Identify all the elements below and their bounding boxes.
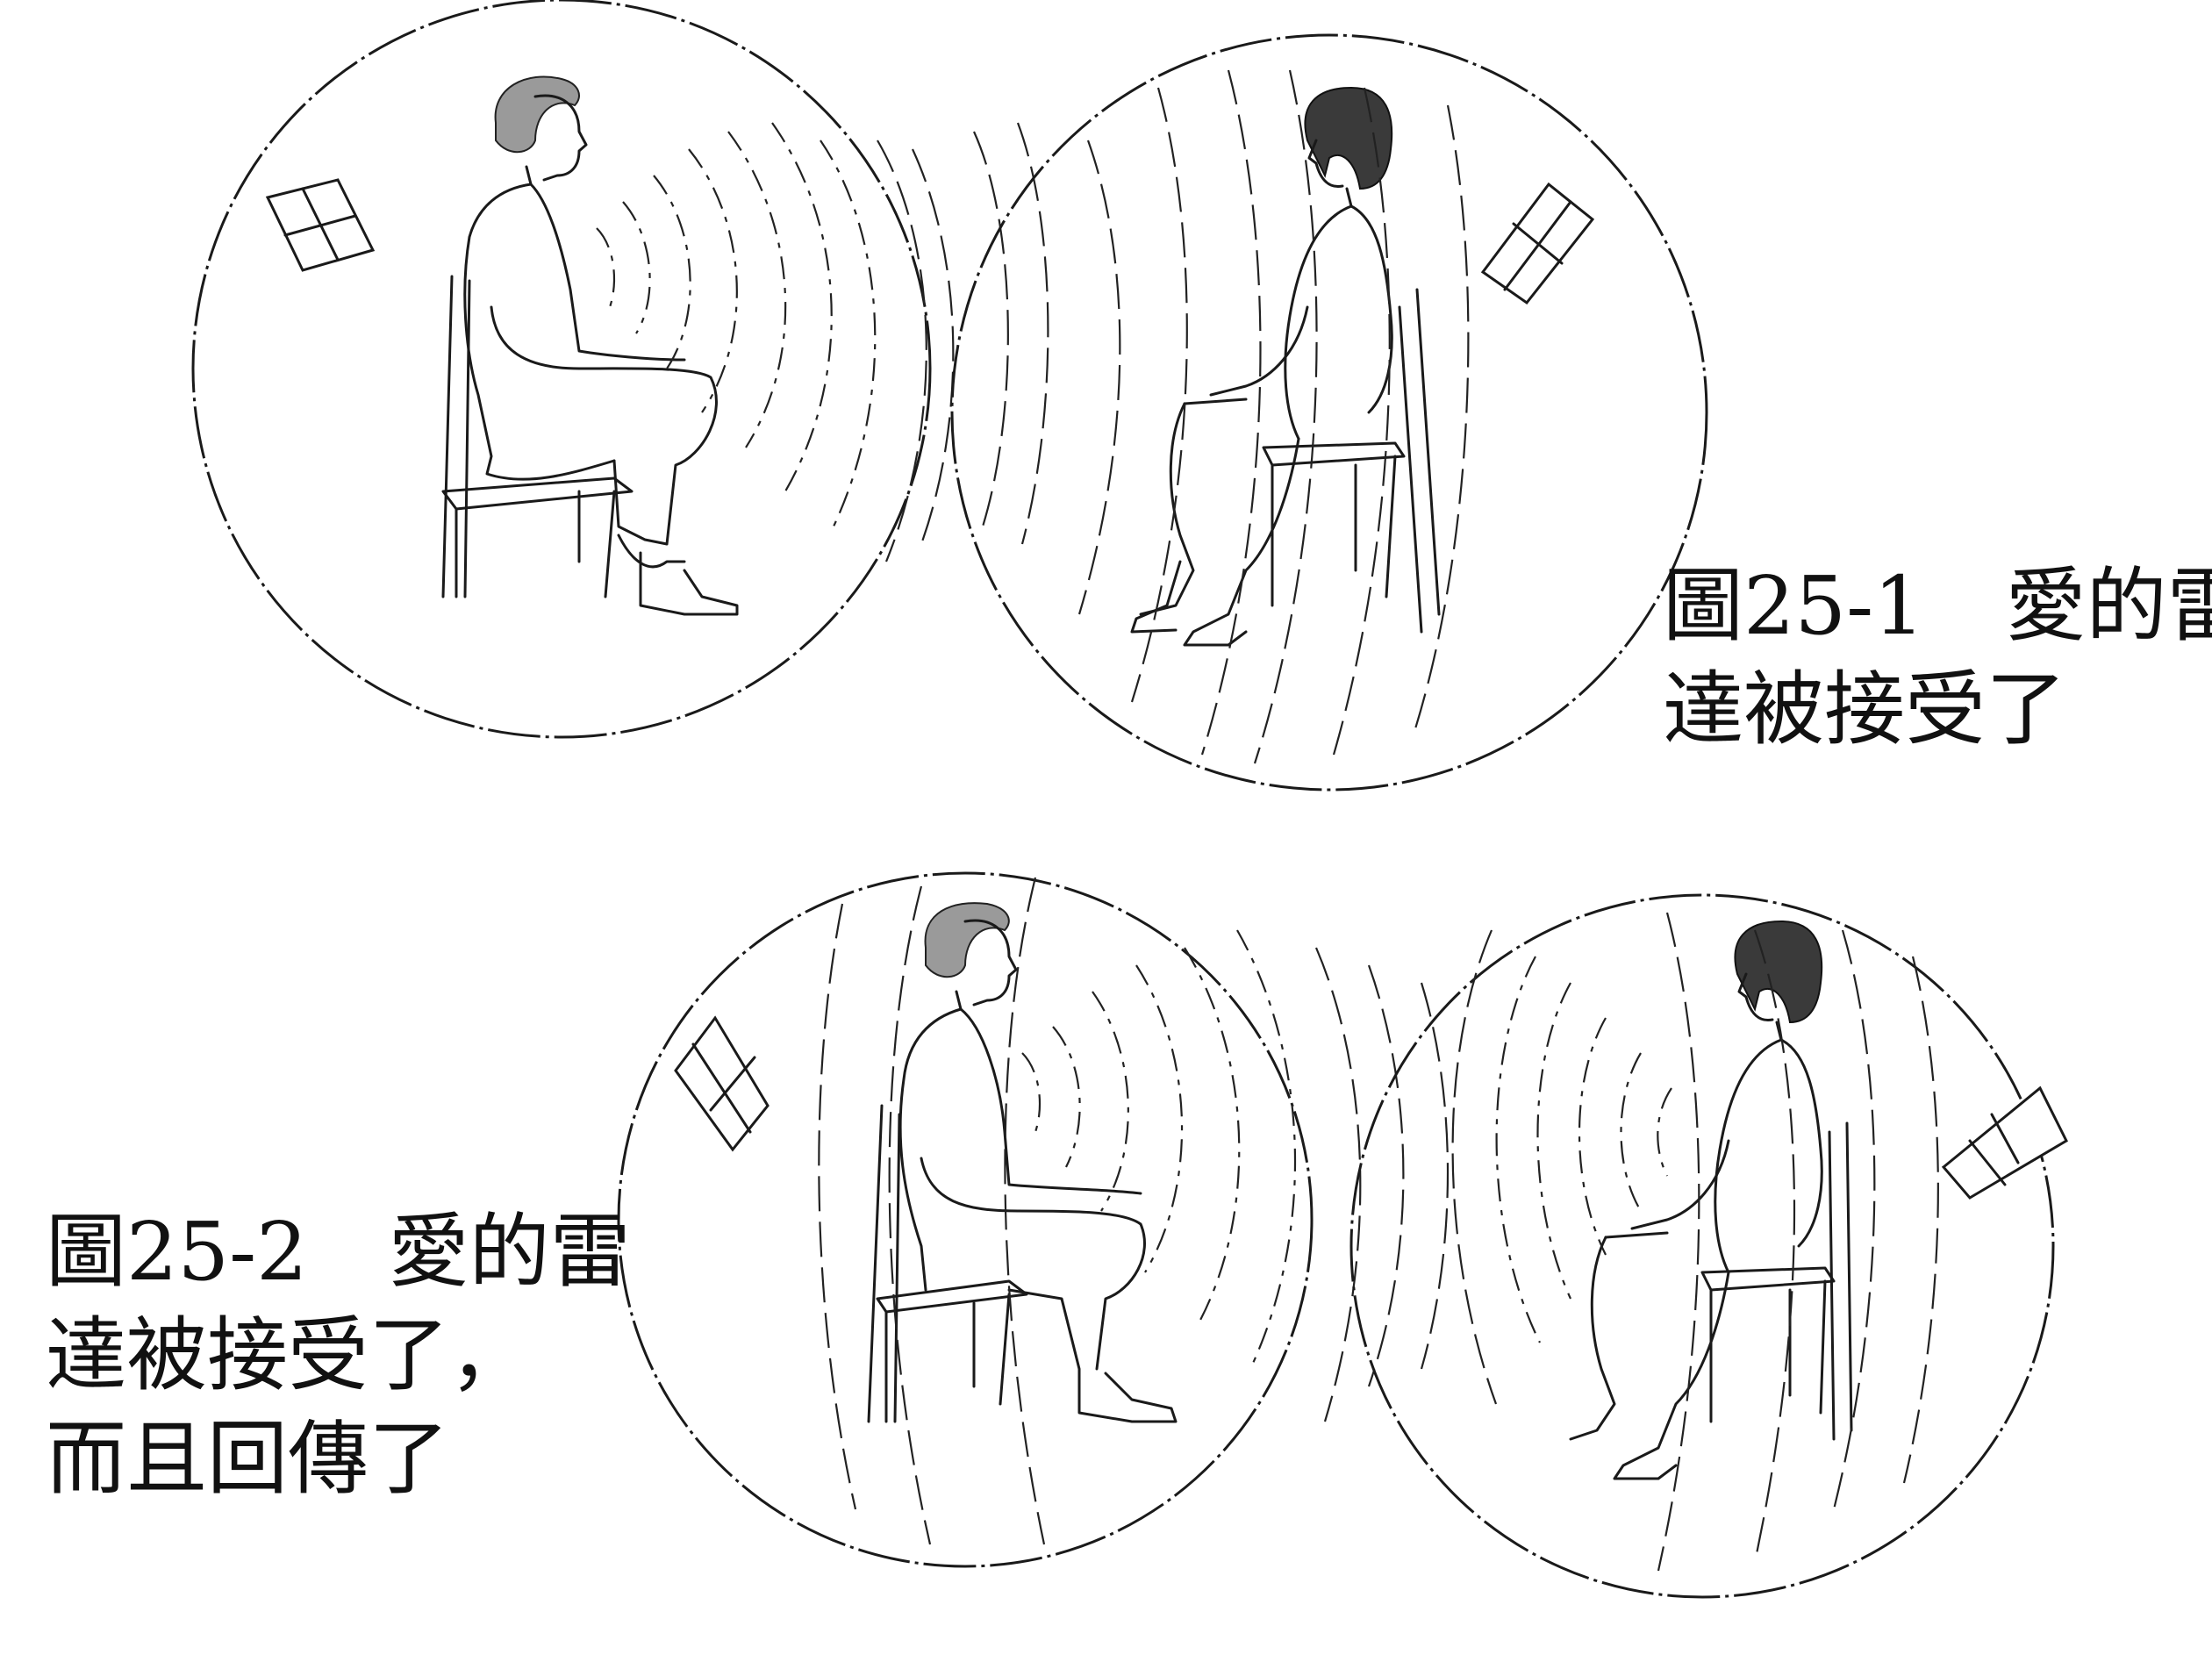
bubble-man-top bbox=[193, 0, 1048, 737]
figure-caption-25-1: 圖25-1 愛的雷 達被接受了 bbox=[1663, 555, 2212, 762]
figure-25-1 bbox=[193, 0, 1707, 790]
bubble-circle bbox=[619, 873, 1312, 1566]
window-icon bbox=[268, 180, 373, 270]
caption-line: 圖25-1 愛的雷 bbox=[1663, 555, 2212, 658]
figure-25-2 bbox=[619, 873, 2066, 1597]
window-icon bbox=[676, 1018, 768, 1150]
caption-line: 達被接受了， bbox=[46, 1304, 631, 1408]
love-radar-waves bbox=[1079, 70, 1468, 763]
window-icon bbox=[1483, 184, 1593, 303]
love-radar-waves bbox=[1453, 913, 1938, 1571]
man-figure bbox=[900, 903, 1176, 1422]
bubble-circle bbox=[1351, 895, 2053, 1597]
woman-figure bbox=[1571, 921, 1822, 1479]
bubble-woman-bottom bbox=[1351, 895, 2066, 1597]
chair-icon bbox=[443, 276, 632, 597]
chair-icon bbox=[1702, 1123, 1851, 1439]
caption-line: 達被接受了 bbox=[1663, 658, 2212, 762]
bubble-man-bottom bbox=[619, 873, 1448, 1566]
woman-figure bbox=[1132, 88, 1392, 645]
caption-line: 圖25-2 愛的雷 bbox=[46, 1200, 631, 1304]
love-radar-waves bbox=[597, 123, 1048, 562]
caption-line: 而且回傳了 bbox=[46, 1408, 631, 1511]
figure-caption-25-2: 圖25-2 愛的雷 達被接受了， 而且回傳了 bbox=[46, 1200, 631, 1511]
chair-icon bbox=[1263, 290, 1439, 632]
bubble-woman-top bbox=[952, 35, 1707, 790]
